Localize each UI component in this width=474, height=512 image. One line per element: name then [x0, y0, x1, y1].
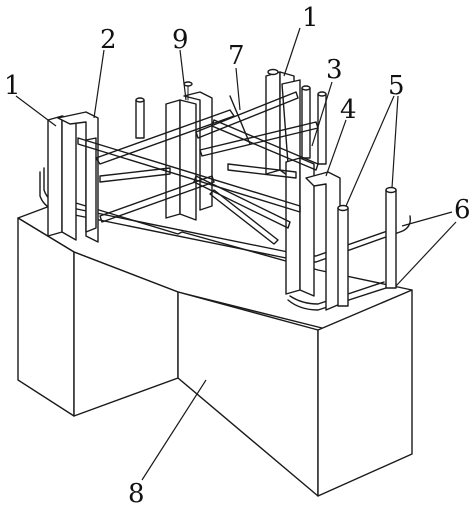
rod-left-top-cap — [135, 97, 145, 103]
rod-5-left-cap — [337, 204, 349, 212]
brace-6 — [211, 119, 319, 171]
label-1-top: 1 — [302, 3, 319, 33]
label-3: 3 — [326, 55, 343, 85]
leader-9 — [179, 49, 187, 101]
reference-numerals: 1 2 9 7 3 1 5 4 6 8 — [4, 3, 471, 509]
brace-7-stub — [229, 95, 251, 145]
base-front-face — [177, 291, 319, 497]
leader-1-left — [15, 95, 57, 127]
rod-3-cap — [301, 85, 311, 91]
brace-8 — [209, 189, 279, 245]
left-clamp — [85, 137, 97, 233]
label-1-left: 1 — [4, 71, 21, 101]
leader-lines — [15, 27, 457, 481]
label-4: 4 — [340, 95, 357, 125]
brace-10 — [227, 163, 297, 179]
base-left-face — [17, 217, 75, 417]
base-right-face — [317, 289, 413, 497]
brace-long-1 — [77, 137, 301, 213]
leader-2 — [93, 49, 105, 119]
front-post-a-side — [299, 157, 315, 297]
brace-3 — [195, 91, 299, 139]
brace-5 — [99, 175, 215, 223]
leader-7 — [235, 67, 241, 111]
label-2: 2 — [100, 25, 117, 55]
rod-3b-cap — [317, 91, 327, 97]
front-plate-4 — [305, 171, 341, 311]
concrete-base — [17, 199, 413, 497]
leader-6b — [395, 221, 457, 287]
left-post-a-side — [61, 115, 77, 241]
rod-5-right-cap — [385, 186, 397, 194]
rod-left-top — [135, 99, 145, 139]
rear-post-cap — [267, 68, 279, 76]
diagonal-braces — [77, 91, 319, 245]
leader-8 — [141, 379, 207, 481]
leader-1-top — [283, 27, 301, 77]
center-post-a — [165, 99, 181, 219]
leader-5a — [345, 95, 395, 207]
rear-post-a — [265, 71, 281, 175]
lower-rail-inner — [289, 281, 385, 305]
center-post-a-side — [179, 99, 197, 221]
center-pin-cap — [183, 81, 193, 87]
leader-4 — [325, 119, 347, 177]
label-6: 6 — [454, 195, 471, 225]
left-post-a — [47, 115, 63, 237]
label-8: 8 — [128, 479, 145, 509]
rod-5-left — [337, 207, 349, 307]
rod-3 — [301, 87, 311, 159]
brace-7 — [193, 175, 291, 229]
rod-5-right — [385, 189, 397, 289]
brace-2 — [95, 109, 235, 165]
leader-5b — [391, 95, 399, 189]
brace-9 — [99, 167, 171, 183]
leader-3 — [311, 81, 333, 147]
label-5: 5 — [388, 71, 405, 101]
label-9: 9 — [172, 25, 189, 55]
round-bars — [135, 85, 397, 307]
label-7: 7 — [228, 41, 245, 71]
leader-6a — [401, 211, 453, 227]
